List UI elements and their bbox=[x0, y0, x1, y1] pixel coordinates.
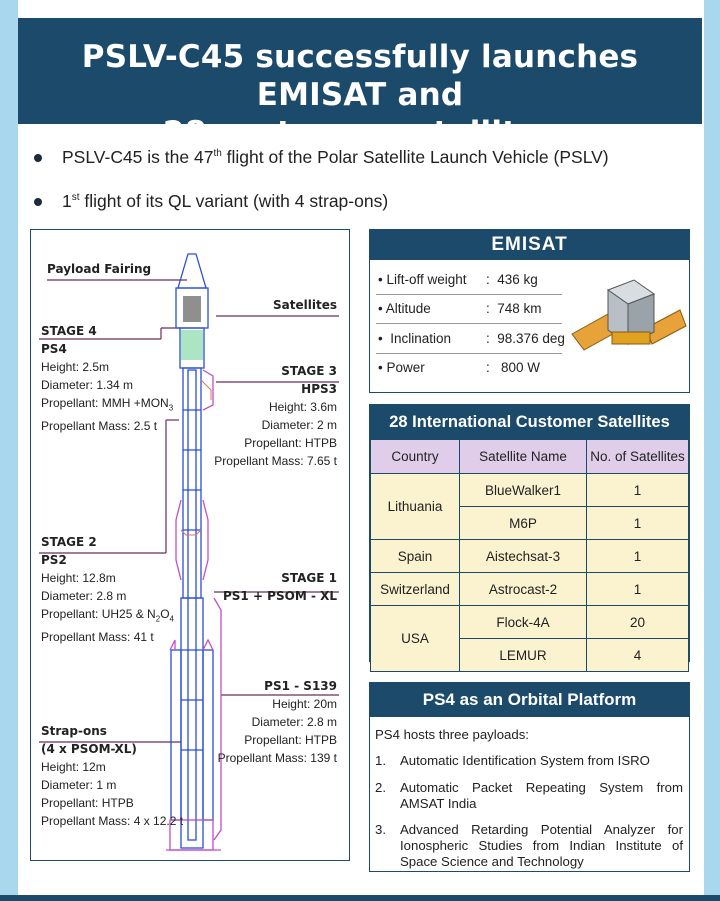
orbital-platform-title: PS4 as an Orbital Platform bbox=[370, 683, 689, 717]
header-count: No. of Satellites bbox=[586, 439, 689, 474]
emisat-row-liftoff: • Lift-off weight bbox=[378, 272, 467, 287]
header-country: Country bbox=[370, 439, 460, 474]
satellite-count-cell: 1 bbox=[586, 473, 689, 507]
satellite-name-cell: LEMUR bbox=[459, 638, 587, 672]
stage3-info: STAGE 3 HPS3 Height: 3.6m Diameter: 2 m … bbox=[214, 364, 337, 468]
orbital-intro: PS4 hosts three payloads: bbox=[375, 727, 529, 742]
header-satellite-name: Satellite Name bbox=[459, 439, 587, 474]
satellite-count-cell: 1 bbox=[586, 539, 689, 573]
customer-satellites-panel: 28 International Customer Satellites Cou… bbox=[369, 404, 690, 672]
right-frame-border bbox=[704, 0, 720, 901]
title-banner: PSLV-C45 successfully launches EMISAT an… bbox=[18, 18, 702, 151]
ps1-info: PS1 - S139 Height: 20m Diameter: 2.8 m P… bbox=[217, 679, 337, 765]
table-row: M6P 1 bbox=[371, 506, 689, 540]
emisat-row-inclination: • Inclination bbox=[378, 331, 452, 346]
list-item: 1.Automatic Identification System from I… bbox=[375, 753, 650, 768]
stage2-info: STAGE 2 PS2 Height: 12.8m Diameter: 2.8 … bbox=[41, 535, 174, 645]
rocket-drawing bbox=[39, 253, 339, 851]
table-header-row: Country Satellite Name No. of Satellites bbox=[370, 439, 689, 474]
page-title: PSLV-C45 successfully launches EMISAT an… bbox=[18, 18, 702, 152]
bullet-dot-icon bbox=[34, 154, 42, 163]
satellite-name-cell: BlueWalker1 bbox=[459, 473, 587, 507]
stage4-info: STAGE 4 PS4 Height: 2.5m Diameter: 1.34 … bbox=[41, 324, 174, 434]
rocket-diagram: Payload Fairing Satellites STAGE 4 PS4 H… bbox=[30, 229, 350, 861]
country-cell: Lithuania bbox=[370, 473, 460, 540]
emisat-title: EMISAT bbox=[370, 230, 689, 260]
customer-satellites-title: 28 International Customer Satellites bbox=[370, 405, 689, 439]
bullet-flight-number: PSLV-C45 is the 47th flight of the Polar… bbox=[34, 147, 609, 168]
satellite-count-cell: 20 bbox=[586, 605, 689, 639]
table-row: LEMUR 4 bbox=[371, 638, 689, 672]
satellite-name-cell: Flock-4A bbox=[459, 605, 587, 639]
customer-satellites-table: Country Satellite Name No. of Satellites… bbox=[370, 439, 689, 672]
list-item: 3.Advanced Retarding Potential Analyzer … bbox=[375, 822, 683, 869]
emisat-panel: EMISAT • Lift-off weight : 436 kg • Alti… bbox=[369, 229, 690, 393]
satellite-count-cell: 1 bbox=[586, 572, 689, 606]
orbital-platform-panel: PS4 as an Orbital Platform PS4 hosts thr… bbox=[369, 682, 690, 872]
table-row: Spain Aistechsat-3 1 bbox=[370, 539, 689, 573]
bottom-bar bbox=[0, 895, 720, 901]
satellite-name-cell: M6P bbox=[459, 506, 587, 540]
country-cell: Switzerland bbox=[370, 572, 460, 606]
title-line-1: PSLV-C45 successfully launches EMISAT an… bbox=[81, 39, 639, 113]
satellite-name-cell: Astrocast-2 bbox=[459, 572, 587, 606]
satellite-name-cell: Aistechsat-3 bbox=[459, 539, 587, 573]
table-row: Lithuania BlueWalker1 1 bbox=[370, 473, 689, 540]
label-satellites: Satellites bbox=[273, 298, 337, 312]
emisat-row-altitude: • Altitude bbox=[378, 301, 431, 316]
list-item: 2.Automatic Packet Repeating System from… bbox=[375, 780, 683, 811]
emisat-row-power: • Power bbox=[378, 360, 425, 375]
satellite-count-cell: 4 bbox=[586, 638, 689, 672]
table-row: USA Flock-4A 20 bbox=[370, 605, 689, 672]
title-line-2: 28 customer satellites bbox=[162, 115, 558, 151]
strapons-info: Strap-ons (4 x PSOM-XL) Height: 12m Diam… bbox=[41, 724, 184, 828]
satellite-count-cell: 1 bbox=[586, 506, 689, 540]
country-cell: USA bbox=[370, 605, 460, 672]
left-frame-border bbox=[0, 0, 18, 901]
label-payload-fairing: Payload Fairing bbox=[47, 262, 152, 276]
country-cell: Spain bbox=[370, 539, 460, 573]
satellites-stack bbox=[183, 296, 201, 322]
stage1-info: STAGE 1 PS1 + PSOM - XL bbox=[222, 571, 337, 603]
bullet-ql-variant: 1st flight of its QL variant (with 4 str… bbox=[34, 191, 388, 212]
bullet-dot-icon bbox=[34, 198, 42, 207]
emisat-satellite-icon bbox=[571, 279, 687, 351]
table-row: Switzerland Astrocast-2 1 bbox=[370, 572, 689, 606]
